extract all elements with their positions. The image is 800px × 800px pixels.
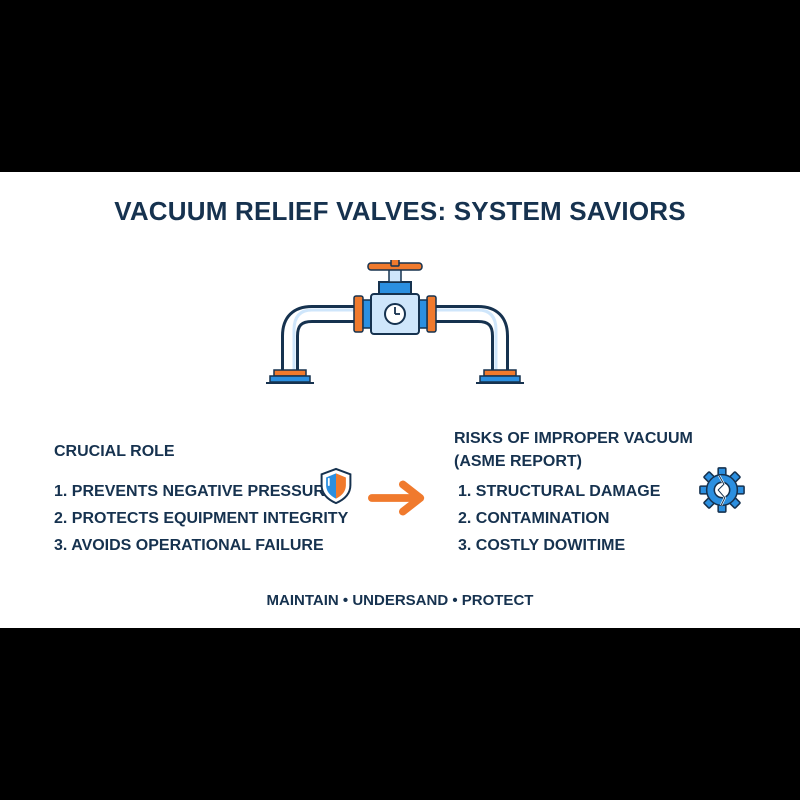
broken-gear-icon xyxy=(699,467,745,513)
crucial-role-heading: CRUCIAL ROLE xyxy=(54,443,175,460)
list-item: 1. STRUCTURAL DAMAGE xyxy=(458,483,661,500)
shield-icon xyxy=(320,467,352,505)
arrow-right-icon xyxy=(368,480,425,516)
infographic-panel: VACUUM RELIEF VALVES: SYSTEM SAVIORS xyxy=(0,172,800,628)
list-item: 2. CONTAMINATION xyxy=(458,510,610,527)
risks-list: 1. STRUCTURAL DAMAGE 2. CONTAMINATION 3.… xyxy=(458,482,660,563)
valve-pipe-icon xyxy=(266,260,524,384)
footer-tagline: MAINTAIN • UNDERSAND • PROTECT xyxy=(266,592,534,609)
list-item: 3. COSTLY DOWITIME xyxy=(458,537,626,554)
page-title: VACUUM RELIEF VALVES: SYSTEM SAVIORS xyxy=(114,196,686,226)
list-item: 2. PROTECTS EQUIPMENT INTEGRITY xyxy=(54,510,349,527)
list-item: 3. AVOIDS OPERATIONAL FAILURE xyxy=(54,537,324,554)
risks-heading: RISKS OF IMPROPER VACUUM xyxy=(454,430,693,447)
list-item: 1. PREVENTS NEGATIVE PRESSURE xyxy=(54,483,336,500)
risks-subheading: (ASME REPORT) xyxy=(454,453,582,470)
crucial-role-list: 1. PREVENTS NEGATIVE PRESSURE 2. PROTECT… xyxy=(54,482,348,563)
